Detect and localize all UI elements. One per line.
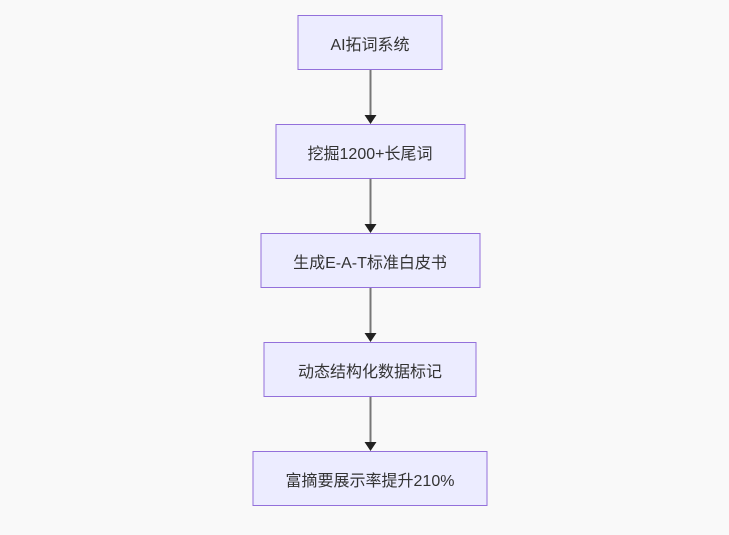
flow-arrow-4	[364, 397, 376, 451]
arrow-line	[369, 288, 371, 333]
flow-node-label: 富摘要展示率提升210%	[285, 472, 455, 490]
arrow-head-icon	[364, 224, 376, 233]
flow-node-label: 动态结构化数据标记	[297, 363, 442, 381]
flow-node-label: 生成E-A-T标准白皮书	[293, 254, 447, 272]
arrow-line	[369, 70, 371, 115]
arrow-line	[369, 397, 371, 442]
flow-node-ai-word-expansion-system: AI拓词系统	[297, 15, 443, 70]
flow-node-rich-snippet-rate-increase: 富摘要展示率提升210%	[252, 451, 488, 506]
flow-node-generate-eat-whitepaper: 生成E-A-T标准白皮书	[260, 233, 480, 288]
arrow-line	[369, 179, 371, 224]
flow-arrow-3	[364, 288, 376, 342]
flow-node-dynamic-structured-data-markup: 动态结构化数据标记	[263, 342, 477, 397]
arrow-head-icon	[364, 115, 376, 124]
flow-node-mine-longtail-keywords: 挖掘1200+长尾词	[275, 124, 465, 179]
flow-arrow-2	[364, 179, 376, 233]
arrow-head-icon	[364, 442, 376, 451]
flow-node-label: AI拓词系统	[330, 36, 410, 54]
flow-node-label: 挖掘1200+长尾词	[307, 145, 433, 163]
arrow-head-icon	[364, 333, 376, 342]
flow-arrow-1	[364, 70, 376, 124]
flowchart: AI拓词系统 挖掘1200+长尾词 生成E-A-T标准白皮书 动态结构化数据标记	[252, 15, 488, 506]
